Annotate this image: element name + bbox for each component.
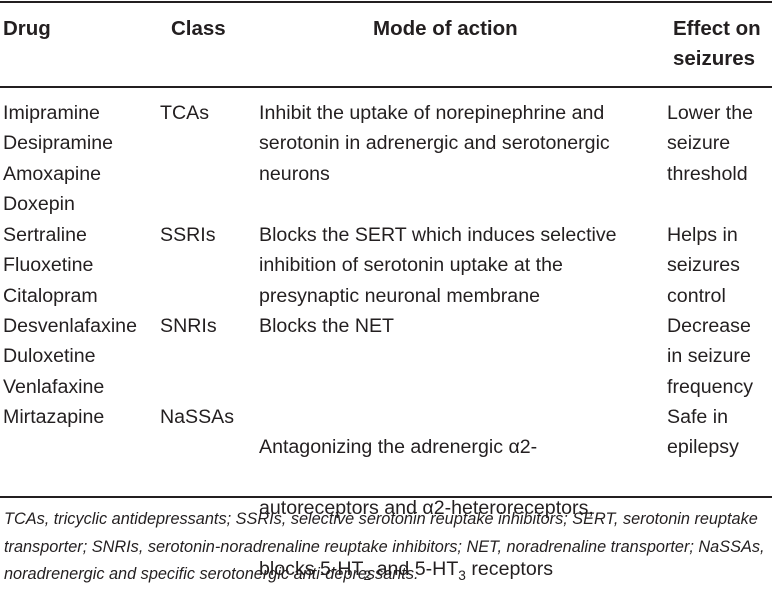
row3-drugs: Desvenlafaxine Duloxetine Venlafaxine [3, 315, 137, 398]
row4-drugs: Mirtazapine [3, 406, 105, 428]
row1-class: TCAs [160, 102, 209, 124]
row1-mode: Inhibit the uptake of norepinephrine and… [259, 102, 610, 185]
bottom-rule [0, 496, 772, 498]
row4-mode-line3: blocks 5-HT2 and 5-HT3 receptors [259, 554, 594, 584]
row4-mode-line2: autoreceptors and α2-heteroreceptors, [259, 497, 594, 520]
row1-effect: Lower the seizure threshold [667, 102, 754, 185]
header-rule [0, 86, 772, 88]
row4-mode-line1: Antagonizing the adrenergic α2- [259, 436, 538, 459]
top-rule [0, 1, 772, 3]
row4-mode-text-b: and 5-HT [371, 558, 459, 581]
header-mode-of-action: Mode of action [373, 17, 518, 40]
row2-mode: Blocks the SERT which induces selective … [259, 224, 617, 307]
row3-effect: Decrease in seizure frequency [667, 315, 754, 398]
row4-mode: Antagonizing the adrenergic α2- autorece… [259, 402, 594, 615]
row3-class: SNRIs [160, 315, 217, 337]
row4-effect: Safe in epilepsy [667, 406, 739, 459]
table-figure: Drug Class Mode of action Effect on seiz… [0, 1, 772, 583]
table-footnote: TCAs, tricyclic antidepressants; SSRIs, … [4, 510, 765, 583]
header-class: Class [171, 17, 226, 40]
row2-drugs: Sertraline Fluoxetine Citalopram [3, 224, 98, 307]
header-effect-line1: Effect on [673, 17, 761, 40]
row4-mode-subscript-2: 2 [363, 567, 372, 583]
row3-mode: Blocks the NET [259, 315, 395, 337]
row2-class: SSRIs [160, 224, 216, 246]
row4-class: NaSSAs [160, 406, 235, 428]
row4-mode-subscript-3: 3 [458, 567, 466, 583]
row4-mode-text-a: blocks 5-HT [259, 558, 364, 581]
header-effect-line2: seizures [673, 47, 756, 70]
row4-mode-text-c: receptors [465, 558, 554, 581]
row2-effect: Helps in seizures control [667, 224, 740, 307]
row1-drugs: Imipramine Desipramine Amoxapine Doxepin [3, 102, 113, 216]
header-drug: Drug [3, 17, 51, 40]
